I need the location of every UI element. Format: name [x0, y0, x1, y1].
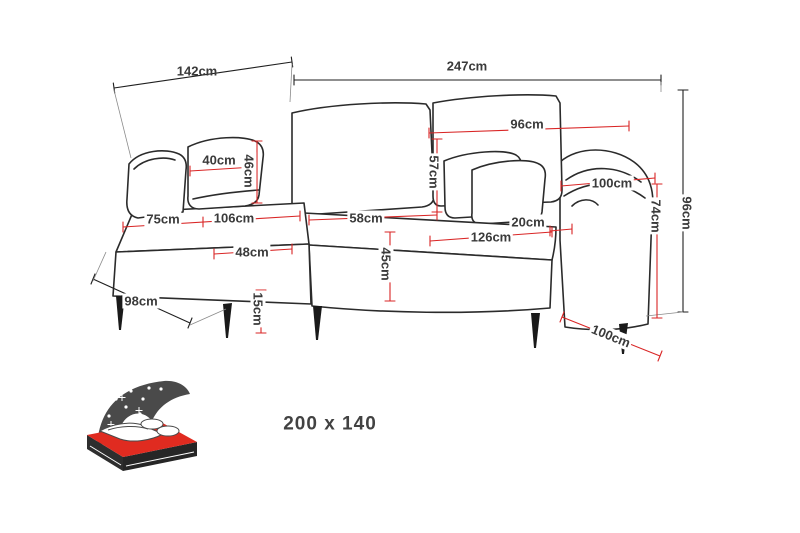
dim-label-seat-height: 45cm — [378, 245, 394, 283]
dim-label-total-width: 247cm — [446, 58, 488, 74]
back-cushion-left — [291, 102, 435, 216]
bed-size-label: 200 x 140 — [283, 413, 377, 435]
bed-base-highlight — [89, 445, 195, 467]
dim-label-pillow-height: 46cm — [241, 152, 257, 190]
dim-tick — [657, 350, 663, 362]
extension-line — [92, 251, 107, 282]
dim-label-total-height: 96cm — [679, 194, 695, 232]
dim-label-chaise-length: 142cm — [176, 63, 218, 79]
dim-label-armrest-length: 100cm — [589, 175, 635, 191]
backrest-star-marks — [107, 394, 143, 428]
dim-label-seat-depth: 58cm — [347, 210, 385, 226]
extension-line — [289, 63, 293, 103]
right-armrest-scroll-line — [565, 167, 642, 183]
right-armrest-scroll-line — [571, 199, 599, 207]
bed-pillow — [140, 418, 164, 430]
dim-line-20 — [549, 228, 573, 232]
dim-label-pillow-width: 40cm — [200, 152, 238, 168]
bed-base-front — [123, 442, 197, 471]
dim-label-back-cushion-width: 96cm — [508, 116, 546, 132]
dim-label-leg-height: 15cm — [250, 290, 266, 328]
dim-tick — [90, 273, 96, 285]
dim-tick — [290, 56, 294, 68]
sofa-bed-icon — [87, 380, 197, 471]
dim-label-chaise-seat-length: 106cm — [211, 210, 257, 226]
extension-line — [189, 308, 227, 326]
dim-label-chaise-seat-width: 75cm — [144, 211, 182, 227]
dim-label-chaise-depth: 98cm — [122, 293, 160, 309]
chaise-pillow-seam — [192, 189, 260, 200]
leg — [313, 306, 322, 340]
leg — [531, 313, 540, 348]
extension-line — [645, 311, 684, 317]
dim-tick — [559, 311, 565, 323]
dim-tick — [187, 317, 193, 329]
bed-pillow — [156, 425, 180, 437]
dim-label-seat-width: 126cm — [468, 229, 514, 245]
extension-line — [113, 89, 132, 159]
dim-label-back-cushion-height: 57cm — [426, 153, 442, 191]
left-armrest-scroll-line — [133, 157, 176, 170]
seat-base — [308, 244, 553, 314]
dim-label-armrest-width: 20cm — [509, 214, 547, 230]
dim-label-armrest-height: 74cm — [648, 197, 664, 235]
bed-base-left — [87, 435, 123, 471]
dim-line-142 — [113, 61, 293, 89]
leg — [223, 303, 232, 338]
dim-label-chaise-front-width: 48cm — [233, 244, 271, 260]
left-armrest — [126, 150, 188, 219]
extension-lines — [92, 63, 684, 326]
